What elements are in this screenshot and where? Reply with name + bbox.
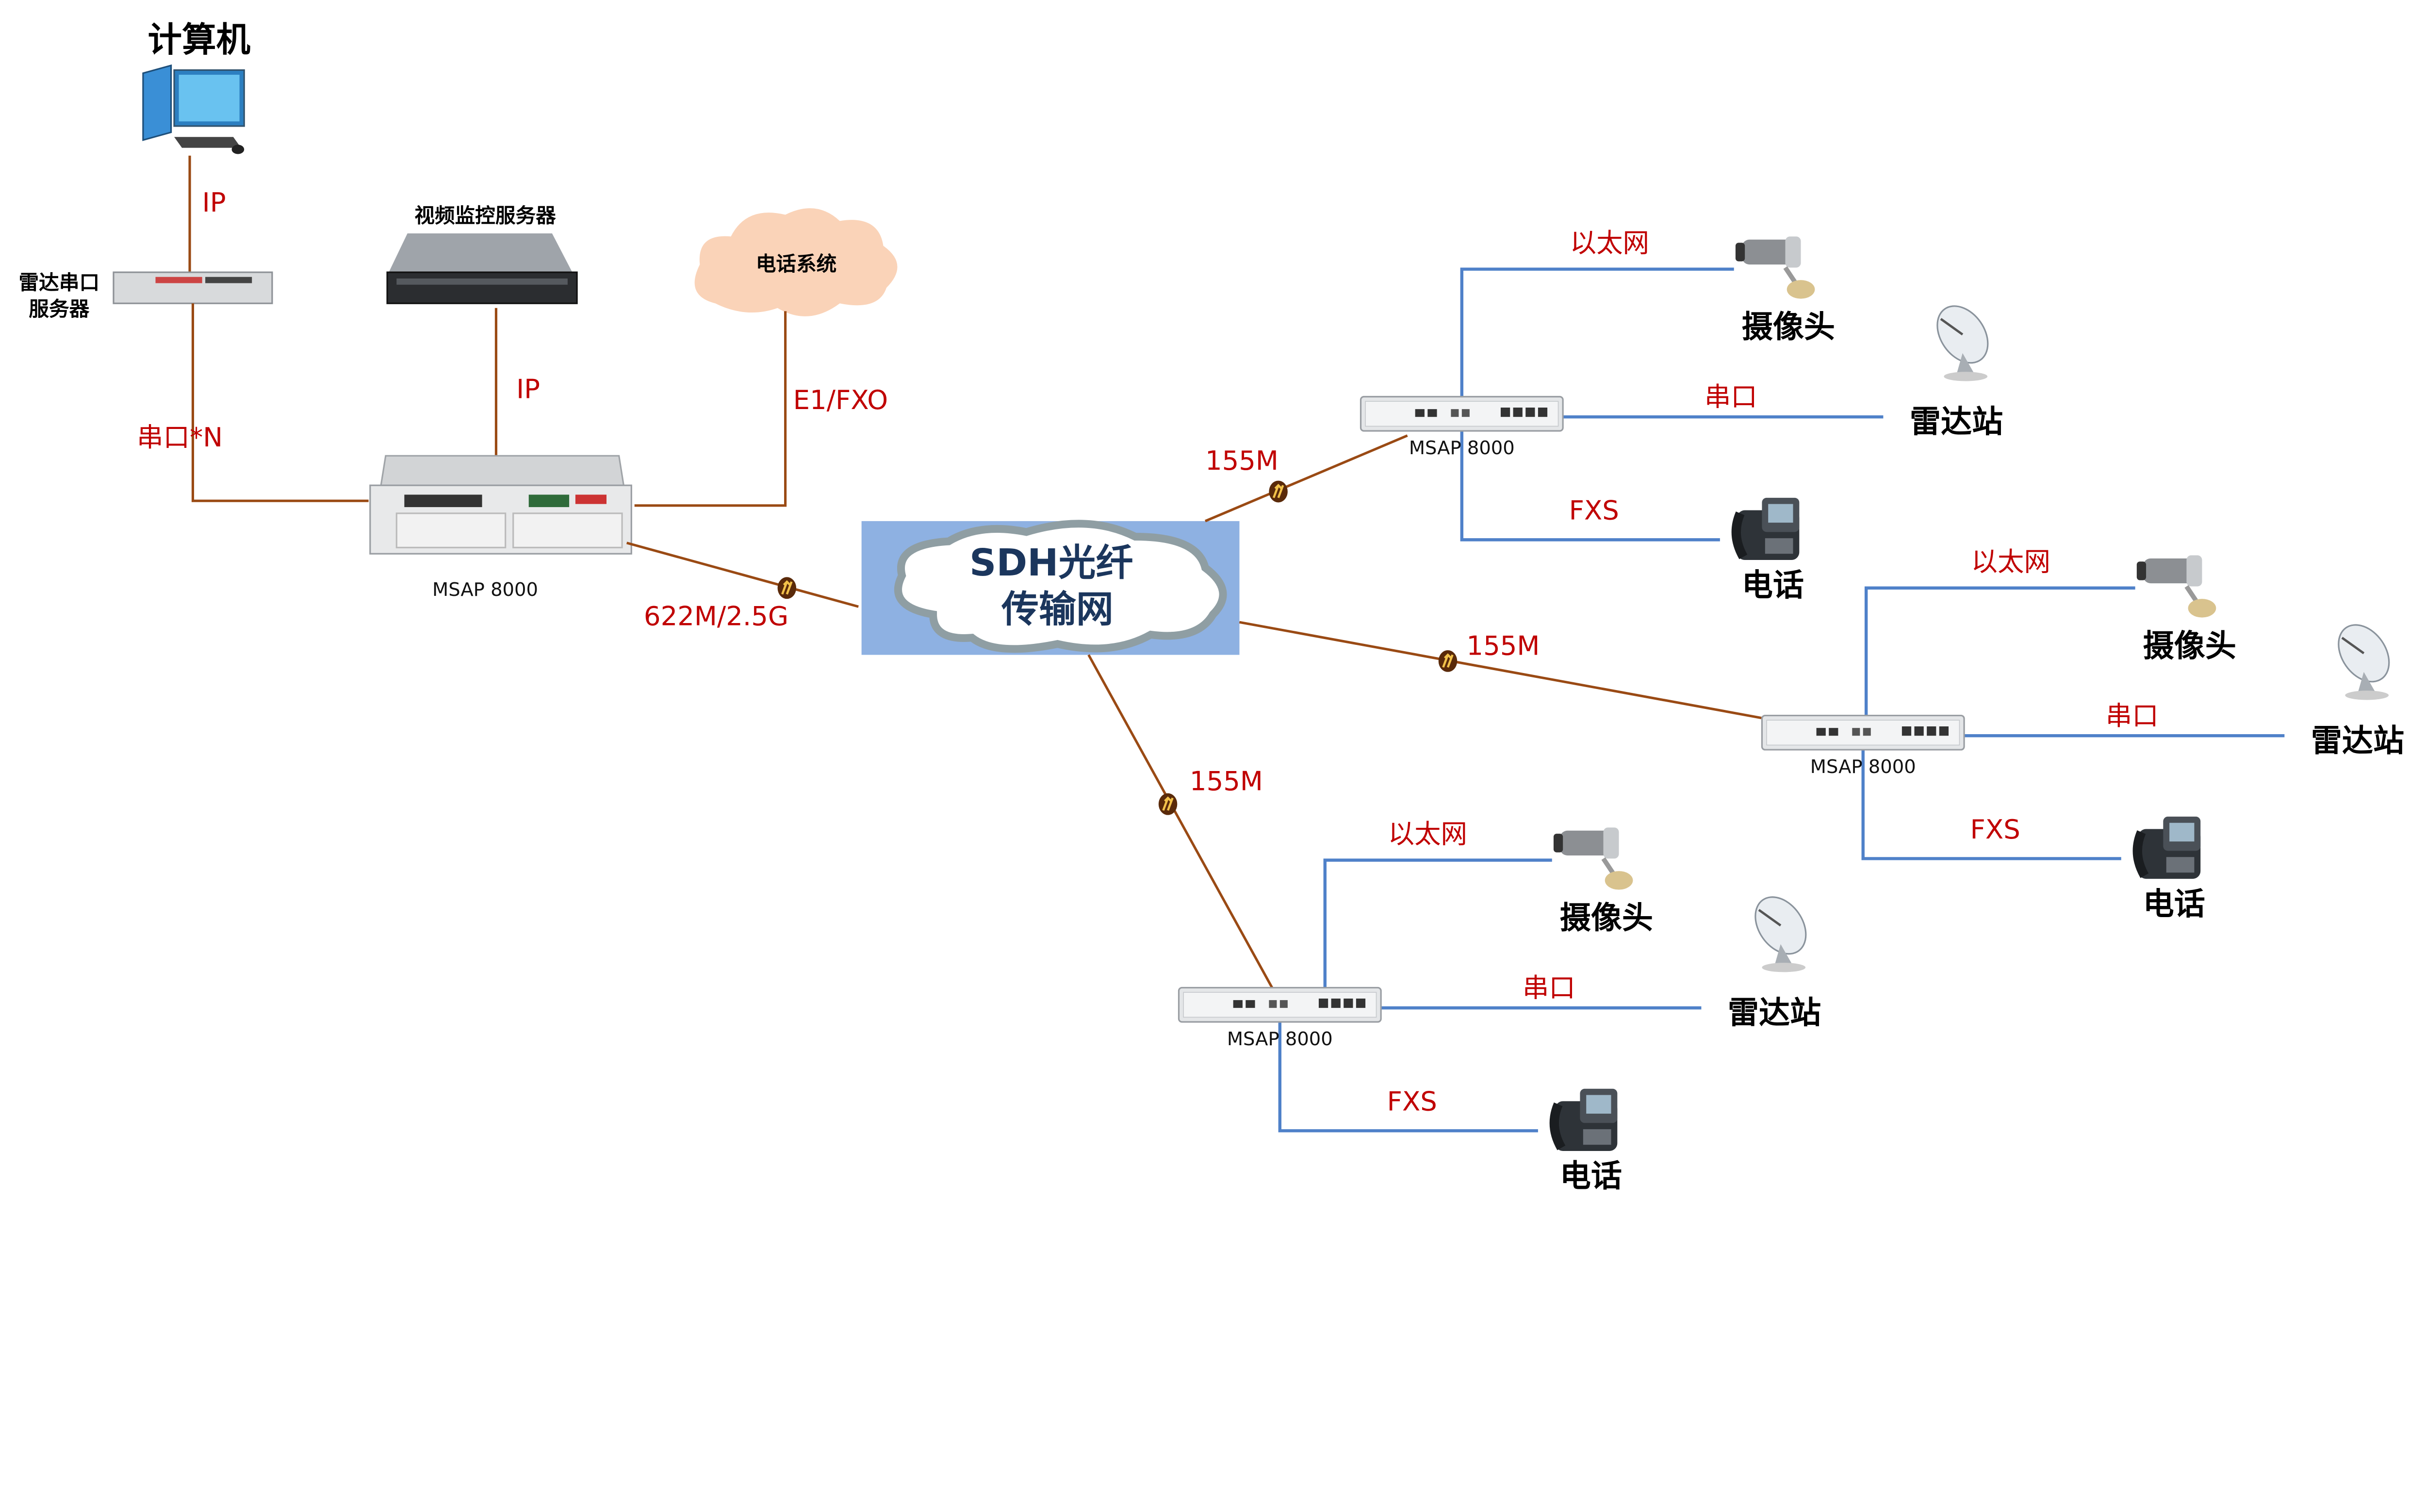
serial-link-label: 串口*N xyxy=(137,422,223,453)
camera-label: 摄像头 xyxy=(1742,310,1835,345)
msap-device-icon xyxy=(1178,986,1382,1023)
phone-label: 电话 xyxy=(2143,887,2205,922)
msap-label: MSAP 8000 xyxy=(1227,1028,1333,1050)
fxs-label: FXS xyxy=(1970,814,2020,845)
ethernet-label: 以太网 xyxy=(1570,227,1649,258)
serial-label: 串口 xyxy=(2106,700,2159,731)
central-msap-icon xyxy=(369,455,632,555)
ethernet-link xyxy=(1323,858,1552,988)
site3-link-label: 155M xyxy=(1190,765,1263,796)
serial-label: 串口 xyxy=(1523,972,1575,1003)
phone-system-cloud xyxy=(694,208,898,316)
central-msap-label: MSAP 8000 xyxy=(432,579,538,601)
radar-dish-icon xyxy=(2328,615,2399,700)
ethernet-link xyxy=(1460,267,1734,397)
camera-icon xyxy=(2137,555,2216,617)
serial-label: 串口 xyxy=(1705,381,1757,412)
phone-icon xyxy=(1736,498,1799,560)
radar-serial-server-label-2: 服务器 xyxy=(29,297,89,321)
phone-link-label: E1/FXO xyxy=(793,384,888,415)
phone-label: 电话 xyxy=(1742,568,1804,604)
radar-station-label: 雷达站 xyxy=(2311,723,2404,759)
msap-label: MSAP 8000 xyxy=(1810,756,1916,778)
phone-icon xyxy=(2137,817,2200,879)
fxs-link xyxy=(1460,431,1720,542)
phone-system-label: 电话系统 xyxy=(756,252,837,276)
fiber-connector-icon xyxy=(778,577,796,599)
msap-device-icon xyxy=(1761,714,1965,751)
ethernet-label: 以太网 xyxy=(1971,546,2050,577)
radar-dish-icon xyxy=(1927,296,1998,381)
computer-label: 计算机 xyxy=(148,20,251,60)
camera-icon xyxy=(1554,827,1633,889)
backbone-link-label: 622M/2.5G xyxy=(644,601,788,632)
fxs-label: FXS xyxy=(1569,495,1619,526)
radar-dish-icon xyxy=(1745,887,1816,972)
sdh-network-cloud xyxy=(861,520,1240,655)
sdh-label-line2: 传输网 xyxy=(1001,588,1114,631)
site3-link xyxy=(1087,654,1274,988)
fiber-connector-icon xyxy=(1439,650,1457,672)
sdh-label-line1: SDH光纤 xyxy=(969,542,1133,585)
camera-label: 摄像头 xyxy=(1560,901,1653,937)
fxs-link xyxy=(1278,1021,1538,1133)
radar-station-label: 雷达站 xyxy=(1910,404,2003,440)
network-diagram: 计算机 IP 雷达串口 服务器 串口*N 视频监控服务器 IP 电话系统 E1/… xyxy=(18,20,2404,1195)
msap-device-icon xyxy=(1360,395,1564,432)
fiber-connector-icon xyxy=(1159,793,1177,815)
video-server-icon xyxy=(386,233,578,304)
site1-link-label: 155M xyxy=(1205,445,1279,476)
serial-link xyxy=(191,303,369,502)
computer-link-label: IP xyxy=(202,187,226,218)
radar-station-label: 雷达站 xyxy=(1728,995,1821,1031)
phone-link xyxy=(634,311,787,507)
fxs-link xyxy=(1861,750,2121,860)
phone-icon xyxy=(1554,1089,1617,1151)
msap-label: MSAP 8000 xyxy=(1409,437,1515,459)
camera-label: 摄像头 xyxy=(2143,628,2236,664)
computer-icon xyxy=(142,64,245,154)
site1-link xyxy=(1204,434,1408,523)
fiber-connector-icon xyxy=(1269,481,1287,503)
phone-label: 电话 xyxy=(1560,1159,1622,1195)
video-link-label: IP xyxy=(516,374,540,405)
video-server-label: 视频监控服务器 xyxy=(414,204,556,228)
radar-serial-server-label-1: 雷达串口 xyxy=(18,270,99,294)
site2-link xyxy=(1239,621,1766,720)
fxs-label: FXS xyxy=(1387,1086,1437,1117)
site2-link-label: 155M xyxy=(1466,630,1540,661)
radar-serial-server-icon xyxy=(113,271,273,304)
backbone-link xyxy=(626,542,859,608)
ethernet-link xyxy=(1864,586,2135,716)
ethernet-label: 以太网 xyxy=(1388,818,1467,849)
camera-icon xyxy=(1736,236,1815,298)
